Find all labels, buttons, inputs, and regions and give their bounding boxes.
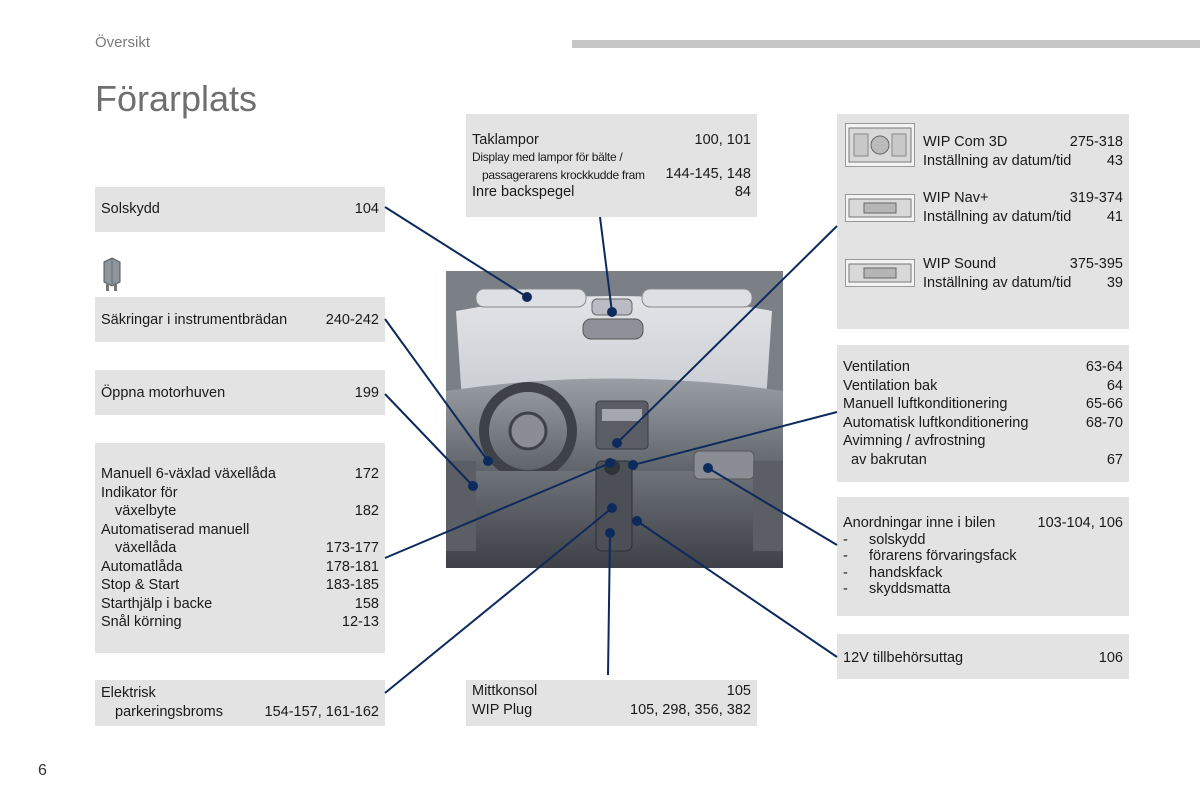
wip-com-date-pages: 43	[1106, 152, 1123, 169]
list-item: -handskfack	[843, 564, 943, 581]
wip-nav-date-label: Inställning av datum/tid	[923, 208, 1072, 225]
gearbox-item-pages: 172	[354, 466, 379, 482]
wip-nav-date-pages: 41	[1106, 208, 1123, 225]
parkering-pages: 154-157, 161-162	[264, 703, 380, 720]
automatisk-ac-pages: 68-70	[1085, 414, 1123, 431]
ventilation-bak-pages: 64	[1106, 377, 1123, 394]
ventilation-bak-label: Ventilation bak	[843, 377, 938, 394]
manuell-ac-label: Manuell luftkonditionering	[843, 396, 1008, 412]
automatisk-ac-label: Automatisk luftkonditionering	[843, 414, 1029, 431]
gearbox-item-label: växellåda	[115, 540, 177, 556]
ventilation-pages: 63-64	[1085, 359, 1123, 375]
taklampor-box: Taklampor 100, 101 Display med lampor för…	[466, 114, 757, 217]
wip-sound-date-label: Inställning av datum/tid	[923, 274, 1072, 291]
page-title: Förarplats	[95, 78, 258, 119]
ventilation-box: Ventilation 63-64 Ventilation bak 64 Manue…	[837, 345, 1129, 482]
gearbox-item-pages: 173-177	[325, 540, 379, 556]
parkering-label-1: Elektrisk	[101, 685, 156, 701]
gearbox-row: Automatiserad manuell	[101, 521, 379, 540]
solskydd-box: Solskydd 104	[95, 187, 385, 232]
motorhuven-box: Öppna motorhuven 199	[95, 370, 385, 415]
gearbox-row: Stop & Start 183-185	[101, 576, 379, 595]
wip-nav-pages: 319-374	[1069, 190, 1123, 206]
header-bar	[572, 40, 1200, 48]
gearbox-item-pages: 158	[354, 595, 379, 612]
gearbox-item-label: Stop & Start	[101, 577, 180, 593]
list-item: -förarens förvaringsfack	[843, 548, 1017, 564]
solskydd-label: Solskydd	[101, 201, 160, 217]
wip-nav-icon	[845, 194, 915, 222]
gearbox-item-label: Starthjälp i backe	[101, 595, 213, 612]
taklampor-pages: 100, 101	[694, 132, 751, 148]
wip-sound-date-pages: 39	[1106, 274, 1123, 291]
wip-plug-pages: 105, 298, 356, 382	[630, 701, 751, 718]
anordningar-label: Anordningar inne i bilen	[843, 515, 996, 531]
gearbox-row: växelbyte 182	[101, 502, 379, 521]
page-number: 6	[38, 762, 47, 779]
solskydd-pages: 104	[354, 201, 379, 217]
wip-com-3d-icon	[845, 123, 915, 167]
mittkonsol-label: Mittkonsol	[472, 683, 538, 699]
gearbox-item-pages: 183-185	[325, 577, 379, 593]
fuse-icon	[103, 257, 121, 291]
wip-plug-label: WIP Plug	[472, 701, 533, 718]
motorhuven-label: Öppna motorhuven	[101, 385, 226, 401]
gearbox-item-pages: 182	[354, 503, 379, 519]
gearbox-row: växellåda 173-177	[101, 539, 379, 558]
manuell-ac-pages: 65-66	[1085, 396, 1123, 412]
audio-box: WIP Com 3D 275-318 Inställning av datum/t…	[837, 114, 1129, 329]
gearbox-row: Indikator för	[101, 484, 379, 503]
display-pages: 144-145, 148	[665, 165, 751, 182]
gearbox-item-label: Indikator för	[101, 484, 178, 501]
backspegel-pages: 84	[734, 184, 751, 200]
parkering-label-2: parkeringsbroms	[115, 703, 223, 720]
wip-com-date-label: Inställning av datum/tid	[923, 152, 1072, 169]
wip-nav-label: WIP Nav+	[923, 190, 989, 206]
sakringar-pages: 240-242	[325, 312, 379, 328]
gearbox-item-pages: 12-13	[341, 614, 379, 630]
gearbox-item-pages: 178-181	[325, 558, 379, 575]
sakringar-box: Säkringar i instrumentbrädan 240-242	[95, 297, 385, 342]
ventilation-label: Ventilation	[843, 359, 910, 375]
uttag-pages: 106	[1098, 650, 1123, 666]
gearbox-row: Manuell 6-växlad växellåda 172	[101, 465, 379, 484]
gearbox-item-label: Automatlåda	[101, 558, 183, 575]
sakringar-label: Säkringar i instrumentbrädan	[101, 312, 288, 328]
uttag-box: 12V tillbehörsuttag 106	[837, 634, 1129, 679]
motorhuven-pages: 199	[354, 385, 379, 401]
gearbox-item-label: Automatiserad manuell	[101, 521, 250, 538]
avimning-pages: 67	[1106, 451, 1123, 468]
wip-sound-pages: 375-395	[1069, 256, 1123, 272]
mittkonsol-box: Mittkonsol 105 WIP Plug 105, 298, 356, 382	[466, 680, 757, 726]
gearbox-item-label: Manuell 6-växlad växellåda	[101, 466, 276, 482]
uttag-label: 12V tillbehörsuttag	[843, 650, 964, 666]
avimning-label-2: av bakrutan	[851, 451, 927, 468]
gearbox-row: Starthjälp i backe 158	[101, 595, 379, 614]
wip-com-label: WIP Com 3D	[923, 134, 1008, 150]
display-label-1: Display med lampor för bälte /	[472, 149, 623, 164]
backspegel-label: Inre backspegel	[472, 184, 575, 200]
section-label: Översikt	[95, 34, 151, 51]
display-label-2: passagerarens krockkudde fram	[482, 168, 645, 182]
gearbox-row: Snål körning 12-13	[101, 613, 379, 632]
wip-sound-label: WIP Sound	[923, 256, 997, 272]
list-item: -skyddsmatta	[843, 581, 951, 597]
taklampor-label: Taklampor	[472, 132, 539, 148]
car-interior-photo	[446, 271, 783, 568]
avimning-label-1: Avimning / avfrostning	[843, 433, 986, 449]
parkering-box: Elektrisk parkeringsbroms 154-157, 161-16…	[95, 680, 385, 726]
gearbox-box: Manuell 6-växlad växellåda 172 Indikator …	[95, 443, 385, 653]
wip-sound-icon	[845, 259, 915, 287]
mittkonsol-pages: 105	[726, 683, 751, 699]
anordningar-pages: 103-104, 106	[1037, 515, 1123, 531]
gearbox-item-label: Snål körning	[101, 614, 182, 630]
anordningar-box: Anordningar inne i bilen 103-104, 106 -so…	[837, 497, 1129, 616]
gearbox-item-label: växelbyte	[115, 503, 177, 519]
list-item: -solskydd	[843, 531, 926, 548]
gearbox-row: Automatlåda 178-181	[101, 558, 379, 577]
wip-com-pages: 275-318	[1069, 134, 1123, 150]
